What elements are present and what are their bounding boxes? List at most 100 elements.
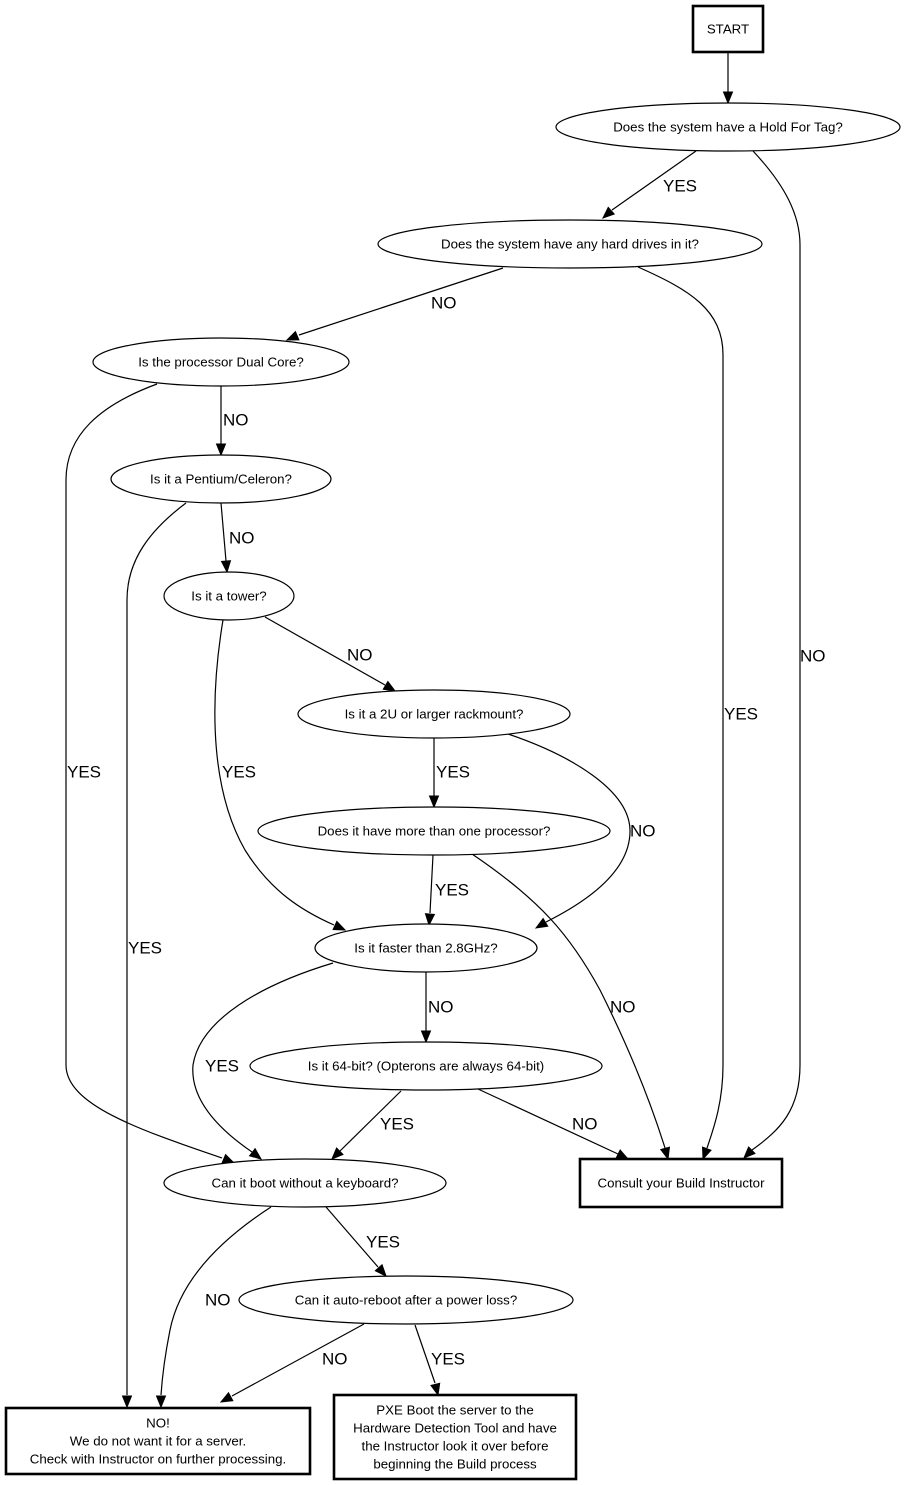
decision-ellipse bbox=[92, 337, 350, 387]
decision-ellipse bbox=[555, 102, 901, 152]
edge-pentium-to-tower bbox=[220, 502, 232, 574]
edge-tower-to-faster bbox=[214, 619, 347, 931]
node-text: Does the system have a Hold For Tag? bbox=[613, 120, 843, 135]
arrowhead-icon bbox=[382, 680, 397, 692]
edge-line bbox=[298, 267, 504, 336]
edge-label-no: NO bbox=[630, 822, 656, 841]
node-text: START bbox=[707, 22, 749, 37]
node-text: the Instructor look it over before bbox=[362, 1439, 549, 1454]
edge-keyboard-to-reject bbox=[155, 1206, 272, 1409]
edge-bit64-to-keyboard bbox=[331, 1090, 402, 1160]
node-hard-drives: Does the system have any hard drives in … bbox=[377, 219, 763, 269]
edge-line bbox=[231, 1323, 365, 1397]
arrowhead-icon bbox=[285, 330, 300, 341]
edge-label-yes: YES bbox=[431, 1350, 465, 1369]
edge-label-yes: YES bbox=[380, 1115, 414, 1134]
node-autoreboot: Can it auto-reboot after a power loss? bbox=[238, 1275, 574, 1325]
edge-label-no: NO bbox=[347, 646, 373, 665]
node-text: NO! bbox=[146, 1416, 170, 1431]
node-rackmount: Is it a 2U or larger rackmount? bbox=[297, 689, 571, 739]
arrowhead-icon bbox=[534, 917, 549, 929]
decision-ellipse bbox=[163, 1158, 447, 1208]
edge-dual_core-to-pentium bbox=[215, 386, 227, 457]
edge-hold_for_tag-to-consult bbox=[743, 150, 801, 1159]
edge-line bbox=[611, 150, 697, 211]
edge-start-to-hold_for_tag bbox=[722, 52, 734, 105]
edge-faster-to-keyboard bbox=[192, 962, 334, 1160]
edge-faster-to-bit64 bbox=[420, 972, 432, 1044]
node-text: Is it a tower? bbox=[191, 589, 266, 604]
decision-ellipse bbox=[257, 806, 611, 856]
node-pentium: Is it a Pentium/Celeron? bbox=[110, 454, 332, 504]
edge-line bbox=[429, 854, 434, 914]
edge-line bbox=[214, 619, 335, 926]
node-faster: Is it faster than 2.8GHz? bbox=[314, 923, 538, 973]
edge-label-yes: YES bbox=[222, 763, 256, 782]
edge-label-no: NO bbox=[229, 529, 255, 548]
edge-label-yes: YES bbox=[435, 881, 469, 900]
edge-multi_proc-to-faster bbox=[424, 854, 436, 927]
node-text: Hardware Detection Tool and have bbox=[353, 1421, 557, 1436]
edge-tower-to-rackmount bbox=[264, 616, 397, 692]
decision-ellipse bbox=[238, 1275, 574, 1325]
arrowhead-icon bbox=[430, 1382, 441, 1397]
arrowhead-icon bbox=[702, 1146, 712, 1161]
terminal-box bbox=[4, 1406, 312, 1476]
edge-line bbox=[325, 1206, 379, 1268]
edge-line bbox=[192, 962, 334, 1153]
node-text: Consult your Build Instructor bbox=[597, 1176, 765, 1191]
arrowhead-icon bbox=[219, 1391, 234, 1403]
decision-ellipse bbox=[314, 923, 538, 973]
decision-ellipse bbox=[110, 454, 332, 504]
edge-hard_drives-to-consult bbox=[637, 266, 724, 1161]
edge-line bbox=[65, 383, 223, 1159]
node-tower: Is it a tower? bbox=[163, 571, 295, 621]
edge-line bbox=[751, 150, 801, 1151]
edge-pentium-to-reject bbox=[121, 502, 187, 1409]
node-dual-core: Is the processor Dual Core? bbox=[92, 337, 350, 387]
edge-label-no: NO bbox=[428, 998, 454, 1017]
arrowhead-icon bbox=[331, 1147, 344, 1160]
decision-ellipse bbox=[377, 219, 763, 269]
edge-label-yes: YES bbox=[663, 177, 697, 196]
arrowhead-icon bbox=[332, 920, 347, 931]
edge-label-no: NO bbox=[800, 647, 826, 666]
node-consult: Consult your Build Instructor bbox=[578, 1157, 784, 1209]
terminal-box bbox=[578, 1157, 784, 1209]
arrowhead-icon bbox=[420, 1030, 432, 1044]
arrowhead-icon bbox=[743, 1146, 756, 1159]
edge-line bbox=[264, 616, 386, 686]
node-text: Is the processor Dual Core? bbox=[138, 355, 304, 370]
terminal-box bbox=[691, 4, 765, 54]
terminal-box bbox=[332, 1393, 578, 1481]
edge-label-yes: YES bbox=[128, 939, 162, 958]
node-bit64: Is it 64-bit? (Opterons are always 64-bi… bbox=[249, 1041, 603, 1091]
node-text: beginning the Build process bbox=[373, 1457, 537, 1472]
node-start: START bbox=[691, 4, 765, 54]
edge-label-no: NO bbox=[610, 998, 636, 1017]
edge-hard_drives-to-dual_core bbox=[285, 267, 504, 341]
arrowhead-icon bbox=[215, 443, 227, 457]
edge-line bbox=[220, 502, 227, 562]
arrowhead-icon bbox=[374, 1263, 387, 1277]
node-text: Is it a Pentium/Celeron? bbox=[150, 472, 292, 487]
edge-label-no: NO bbox=[205, 1291, 231, 1310]
decision-ellipse bbox=[163, 571, 295, 621]
nodes-layer: START Does the system have a Hold For Tag… bbox=[4, 4, 901, 1481]
node-text: Does the system have any hard drives in … bbox=[441, 237, 699, 252]
edge-label-no: NO bbox=[223, 411, 249, 430]
edge-line bbox=[471, 853, 666, 1149]
decision-ellipse bbox=[249, 1041, 603, 1091]
edge-line bbox=[507, 733, 631, 923]
arrowhead-icon bbox=[121, 1395, 133, 1409]
edge-label-yes: YES bbox=[366, 1233, 400, 1252]
node-text: Check with Instructor on further process… bbox=[30, 1452, 286, 1467]
arrowhead-icon bbox=[428, 795, 440, 809]
edge-line bbox=[126, 502, 187, 1395]
edge-line bbox=[414, 1324, 436, 1384]
edge-rackmount-to-multi_proc bbox=[428, 738, 440, 809]
edge-multi_proc-to-consult bbox=[471, 853, 671, 1161]
